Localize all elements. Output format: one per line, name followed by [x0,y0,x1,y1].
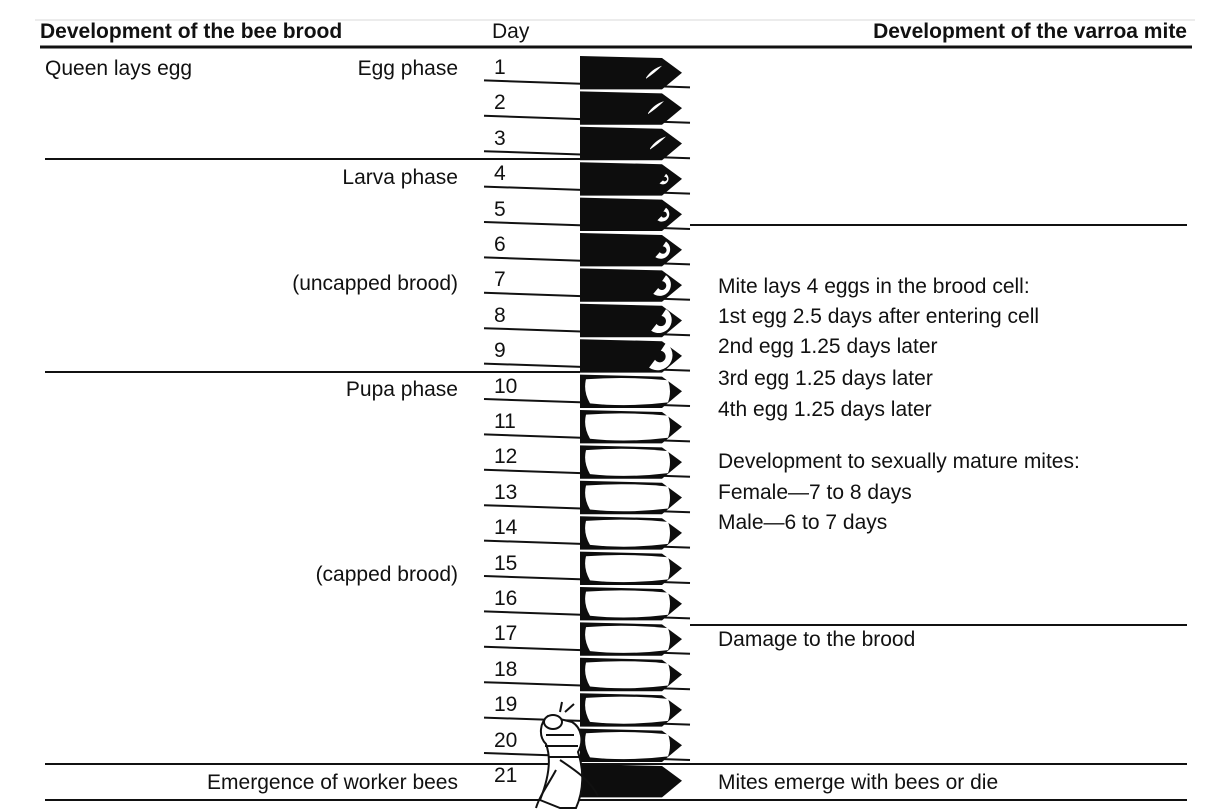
uncapped-brood-label: (uncapped brood) [292,272,458,295]
brood-larva-shape [585,413,670,441]
day-number: 8 [494,303,506,327]
brood-cell [580,693,682,727]
larva-phase-label: Larva phase [342,166,458,189]
day-number: 17 [494,622,518,646]
fourth-egg-label: 4th egg 1.25 days later [718,398,932,421]
brood-cell-shape [580,126,682,161]
pupa-phase-label: Pupa phase [345,378,458,401]
egg-phase-label: Egg phase [357,57,458,80]
day-number: 14 [494,516,518,540]
brood-larva-shape [585,590,670,618]
brood-cell-shape [580,764,682,798]
brood-larva-shape [585,625,670,653]
brood-larva-shape [585,696,670,724]
brood-cell [580,728,682,762]
day-number: 16 [494,587,518,610]
brood-cell-shape [580,233,682,267]
brood-cell [580,374,682,408]
day-number: 21 [494,764,518,787]
brood-cell [580,657,682,692]
day-number: 20 [494,728,518,752]
brood-larva-shape [646,65,662,79]
brood-larva-shape [657,207,670,222]
brood-larva-shape [585,731,670,760]
brood-cell [580,516,682,550]
brood-cell [580,551,682,585]
brood-cell [580,233,682,267]
queen-lays-egg-label: Queen lays egg [45,57,193,80]
brood-cell [580,126,682,161]
first-egg-label: 1st egg 2.5 days after entering cell [718,305,1040,328]
day-number: 1 [494,56,506,79]
brood-larva-shape [649,342,673,371]
brood-larva-shape [585,554,670,583]
mites-emerge-label: Mites emerge with bees or die [718,771,999,794]
mite-lays-label: Mite lays 4 eggs in the brood cell: [718,275,1030,298]
brood-cell [580,162,682,196]
brood-larva-shape [585,661,670,689]
day-number: 7 [494,268,506,292]
brood-cell [580,268,682,302]
emergence-label: Emergence of worker bees [207,771,458,794]
brood-cell-shape [580,91,682,125]
brood-cell [580,91,682,125]
brood-cell-shape [580,197,682,231]
brood-cell [580,197,682,231]
brood-cell [580,410,682,444]
brood-cell [580,445,682,479]
brood-cell [580,622,682,656]
brood-cell [580,339,682,373]
day-number: 11 [494,410,516,433]
brood-larva-shape [585,519,670,547]
day-number: 19 [494,693,518,717]
brood-cells [580,56,682,798]
day-number: 5 [494,197,506,221]
day-number: 6 [494,233,506,256]
emerging-bee-icon [535,701,599,809]
brood-cell [580,56,682,90]
female-label: Female—7 to 8 days [718,481,912,504]
brood-larva-shape [651,309,672,334]
brood-larva-shape [585,484,670,512]
day-number: 2 [494,91,506,115]
brood-larva-shape [648,101,664,115]
bee-brood-heading: Development of the bee brood [40,20,343,43]
day-number: 3 [494,126,506,150]
brood-cell [580,480,682,515]
day-number: 12 [494,445,518,469]
brood-larva-shape [585,448,670,476]
brood-cell [580,764,682,798]
capped-brood-label: (capped brood) [315,563,458,586]
day-number: 13 [494,480,518,504]
third-egg-label: 3rd egg 1.25 days later [718,367,933,390]
day-number: 18 [494,657,518,681]
brood-cell [580,303,682,338]
brood-cell-shape [580,162,682,196]
brood-cell-shape [580,56,682,90]
brood-larva-shape [650,136,666,150]
brood-larva-shape [585,377,670,406]
day-heading: Day [492,20,530,43]
damage-label: Damage to the brood [718,628,916,651]
day-number: 9 [494,339,506,363]
brood-larva-shape [659,173,669,185]
second-egg-label: 2nd egg 1.25 days later [718,335,938,358]
brood-larva-shape [655,241,671,259]
day-number: 4 [494,162,506,186]
development-label: Development to sexually mature mites: [718,450,1080,473]
varroa-mite-heading: Development of the varroa mite [873,20,1187,43]
day-number: 10 [494,374,518,398]
male-label: Male—6 to 7 days [718,511,888,534]
brood-larva-shape [653,275,671,296]
brood-cell [580,587,682,621]
day-number: 15 [494,551,518,575]
